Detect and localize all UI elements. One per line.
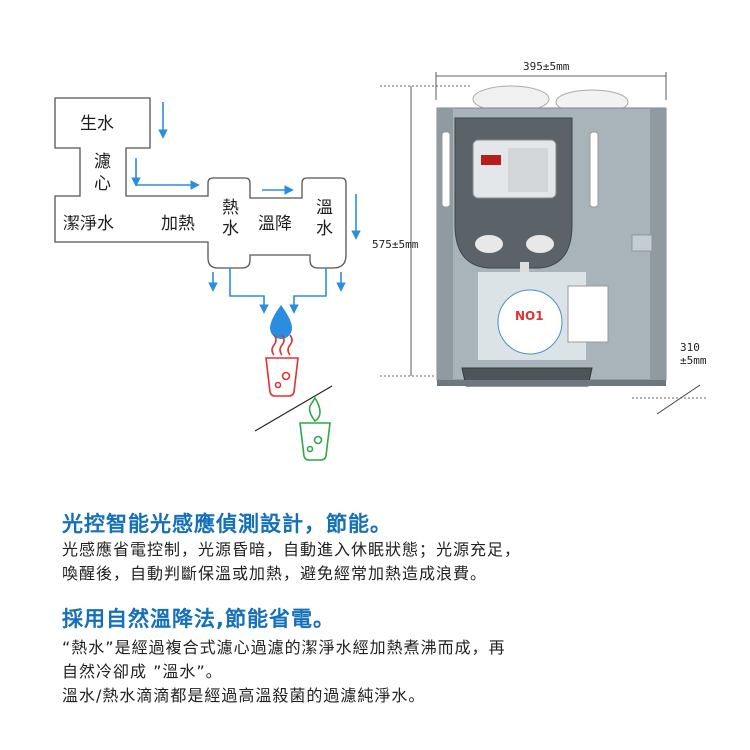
hot-water-label-1: 熱 (222, 198, 239, 218)
depth-label-2: ±5mm (680, 354, 707, 367)
section2-line-3: 溫水/熱水滴滴都是經過高溫殺菌的過濾純淨水。 (62, 686, 426, 705)
depth-label-1: 310 (680, 341, 700, 354)
hot-water-label-2: 水 (222, 219, 239, 239)
dimension-lines (380, 72, 708, 415)
section1-paragraph: 光感應省電控制，光源昏暗，自動進入休眠狀態；光源充足， 喚醒後，自動判斷保溫或加… (62, 538, 521, 586)
side-knob (631, 234, 653, 252)
water-drop-icon (270, 305, 292, 339)
process-outline (54, 97, 347, 269)
svg-text:NO1: NO1 (515, 309, 544, 323)
purified-water-label: 潔淨水 (63, 214, 114, 234)
section1-line-1: 光感應省電控制，光源昏暗，自動進入休眠狀態；光源充足， (62, 540, 522, 559)
filter-label-2: 心 (94, 174, 111, 194)
section2-heading: 採用自然溫降法,節能省電。 (62, 607, 335, 631)
warm-water-label-2: 水 (316, 219, 333, 239)
warm-water-label-1: 溫 (316, 198, 333, 218)
water-dispenser-illustration: 395±5mm 575±5mm 310 ±5mm NO1 (372, 60, 708, 415)
cooling-label: 溫降 (258, 214, 292, 234)
flow-arrows (131, 102, 361, 314)
raw-water-label: 生水 (80, 114, 114, 134)
water-process-diagram: 生水 濾 心 潔淨水 加熱 熱 水 溫降 溫 水 (54, 97, 361, 461)
filter-label-1: 濾 (94, 152, 111, 172)
section2-line-1: “熱水”是經過複合式濾心過濾的潔淨水經加熱煮沸而成，再 (62, 638, 506, 657)
width-label: 395±5mm (523, 60, 570, 73)
hot-cup-icon (265, 334, 299, 397)
section1-heading: 光控智能光感應偵測設計，節能。 (62, 512, 392, 536)
warm-cup-icon (299, 396, 331, 461)
height-label: 575±5mm (372, 238, 419, 251)
divider-line (254, 385, 333, 432)
section2-line-2: 自然冷卻成 ”溫水”。 (62, 662, 223, 681)
section2-paragraph: “熱水”是經過複合式濾心過濾的潔淨水經加熱煮沸而成，再 自然冷卻成 ”溫水”。 … (62, 636, 506, 708)
heating-label: 加熱 (161, 214, 195, 234)
spec-sticker (567, 285, 609, 343)
section1-line-2: 喚醒後，自動判斷保溫或加熱，避免經常加熱造成浪費。 (62, 564, 488, 583)
label-sticker (497, 289, 563, 355)
